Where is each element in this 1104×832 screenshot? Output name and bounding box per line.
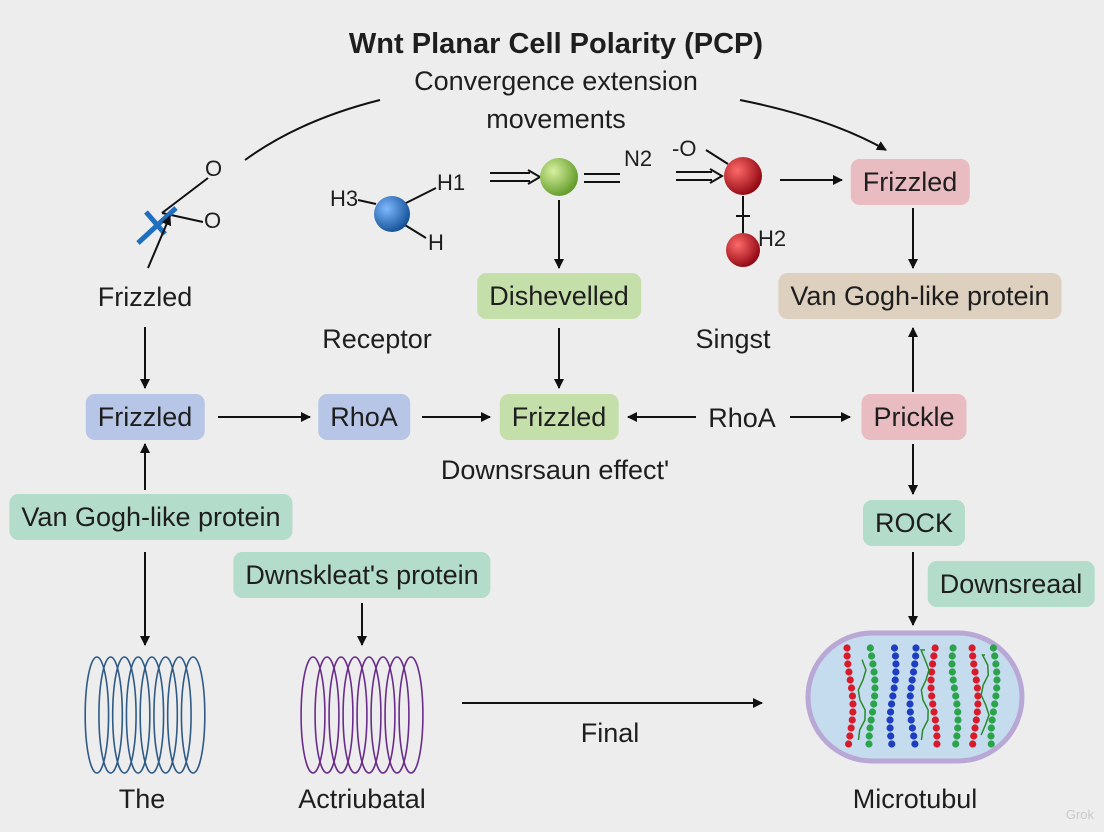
node-frizzled-blue: Frizzled: [85, 394, 205, 440]
label-o-bottom: O: [204, 208, 222, 233]
curve-left: [244, 99, 381, 161]
label-h1: H1: [437, 170, 466, 195]
microtubule-cell-icon: [805, 630, 1025, 764]
label-downstream-effect: Downsrsaun effect': [440, 455, 670, 485]
molecule-left-icon: [136, 177, 209, 269]
membrane-blue-icon: [84, 656, 206, 774]
label-h: H: [428, 230, 444, 255]
label-frizzled-left: Frizzled: [97, 282, 193, 312]
label-final: Final: [580, 718, 640, 748]
subtitle-line2: movements: [486, 104, 626, 134]
molecule-nh-icon: [357, 187, 437, 239]
label-actriubatal: Actriubatal: [298, 784, 426, 814]
node-frizzled-green: Frizzled: [499, 394, 619, 440]
node-prickle: Prickle: [861, 394, 967, 440]
label-h2: H2: [758, 226, 787, 251]
node-rock: ROCK: [862, 500, 966, 546]
label-h3: H3: [330, 186, 359, 211]
node-van-gogh-right: Van Gogh-like protein: [778, 273, 1062, 319]
label-neg-o: -O: [672, 136, 697, 161]
molecule-red-icon: [676, 149, 762, 267]
curve-right: [739, 99, 887, 151]
watermark: Grok: [1065, 807, 1094, 822]
subtitle-line1: Convergence extension: [414, 66, 698, 96]
membrane-purple-icon: [300, 656, 424, 774]
node-van-gogh-left: Van Gogh-like protein: [9, 494, 293, 540]
diagram-title: Wnt Planar Cell Polarity (PCP): [348, 28, 764, 60]
label-singst: Singst: [695, 324, 771, 354]
label-receptor: Receptor: [322, 324, 432, 354]
label-o-top: O: [205, 156, 223, 181]
label-n2: N2: [624, 146, 653, 171]
node-rhoa-blue: RhoA: [318, 394, 410, 440]
label-rhoa-middle: RhoA: [708, 403, 776, 433]
node-dishevelled: Dishevelled: [477, 273, 641, 319]
label-the: The: [118, 784, 166, 814]
node-downsreaal: Downsreaal: [927, 561, 1095, 607]
node-frizzled-top-right: Frizzled: [850, 159, 970, 205]
node-dwnskleat: Dwnskleat's protein: [233, 552, 491, 598]
label-microtubul: Microtubul: [852, 784, 978, 814]
molecule-green-icon: [490, 158, 620, 196]
